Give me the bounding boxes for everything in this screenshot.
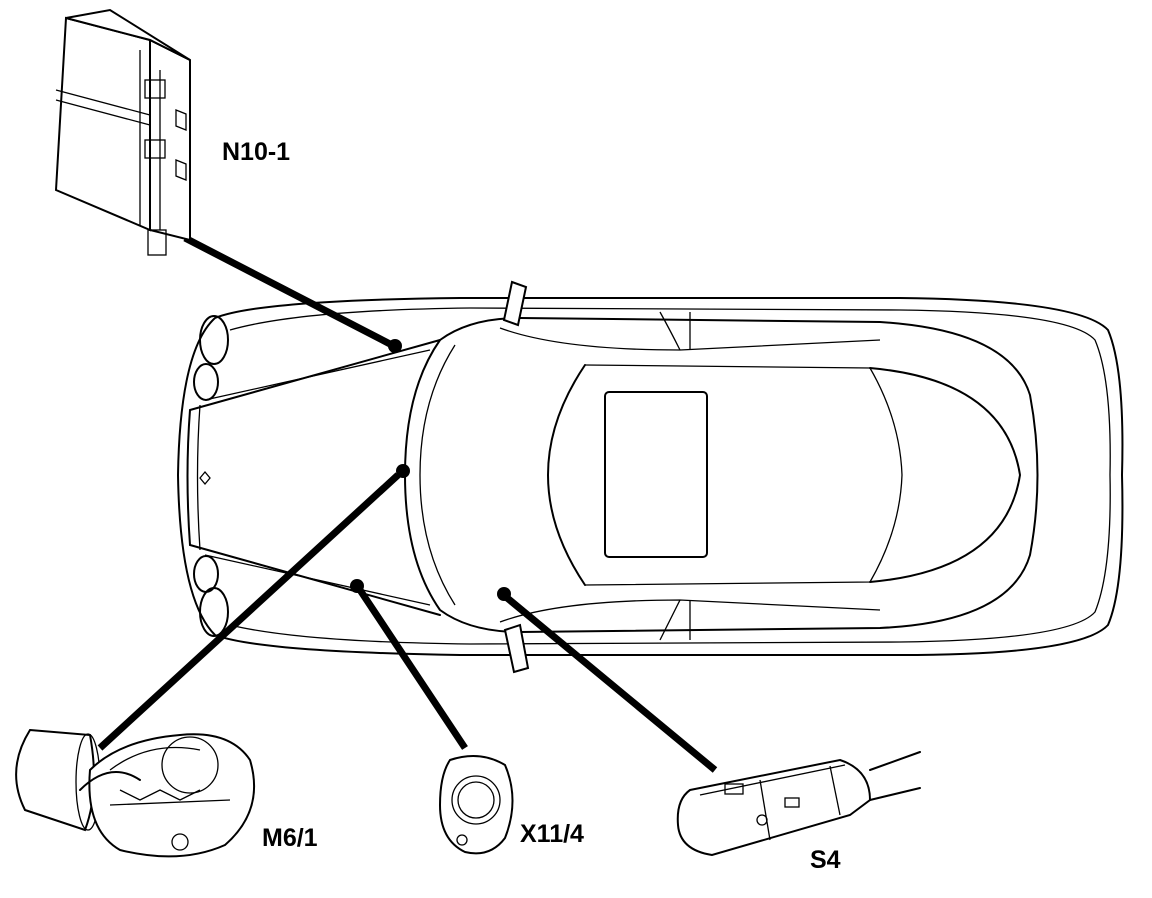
wiper-motor-m6-1-drawing [15,728,256,858]
location-dot-n10-1 [388,339,402,353]
leader-lines [97,234,718,773]
component-label-m6-1: M6/1 [262,824,318,852]
component-label-s4: S4 [810,846,841,874]
location-dot-s4 [497,587,511,601]
connector-x11-4-drawing [438,755,514,855]
component-label-n10-1: N10-1 [222,138,291,166]
leader-m6-1 [97,472,401,751]
location-dot-x11-4 [350,579,364,593]
component-label-x11-4: X11/4 [520,820,584,848]
control-unit-n10-1-drawing [54,8,191,256]
leader-s4 [503,594,718,773]
location-dot-m6-1 [396,464,410,478]
car-top-view [177,280,1124,674]
leader-n10-1 [183,234,392,348]
combination-switch-s4-drawing [676,751,921,857]
leader-x11-4 [357,588,468,750]
